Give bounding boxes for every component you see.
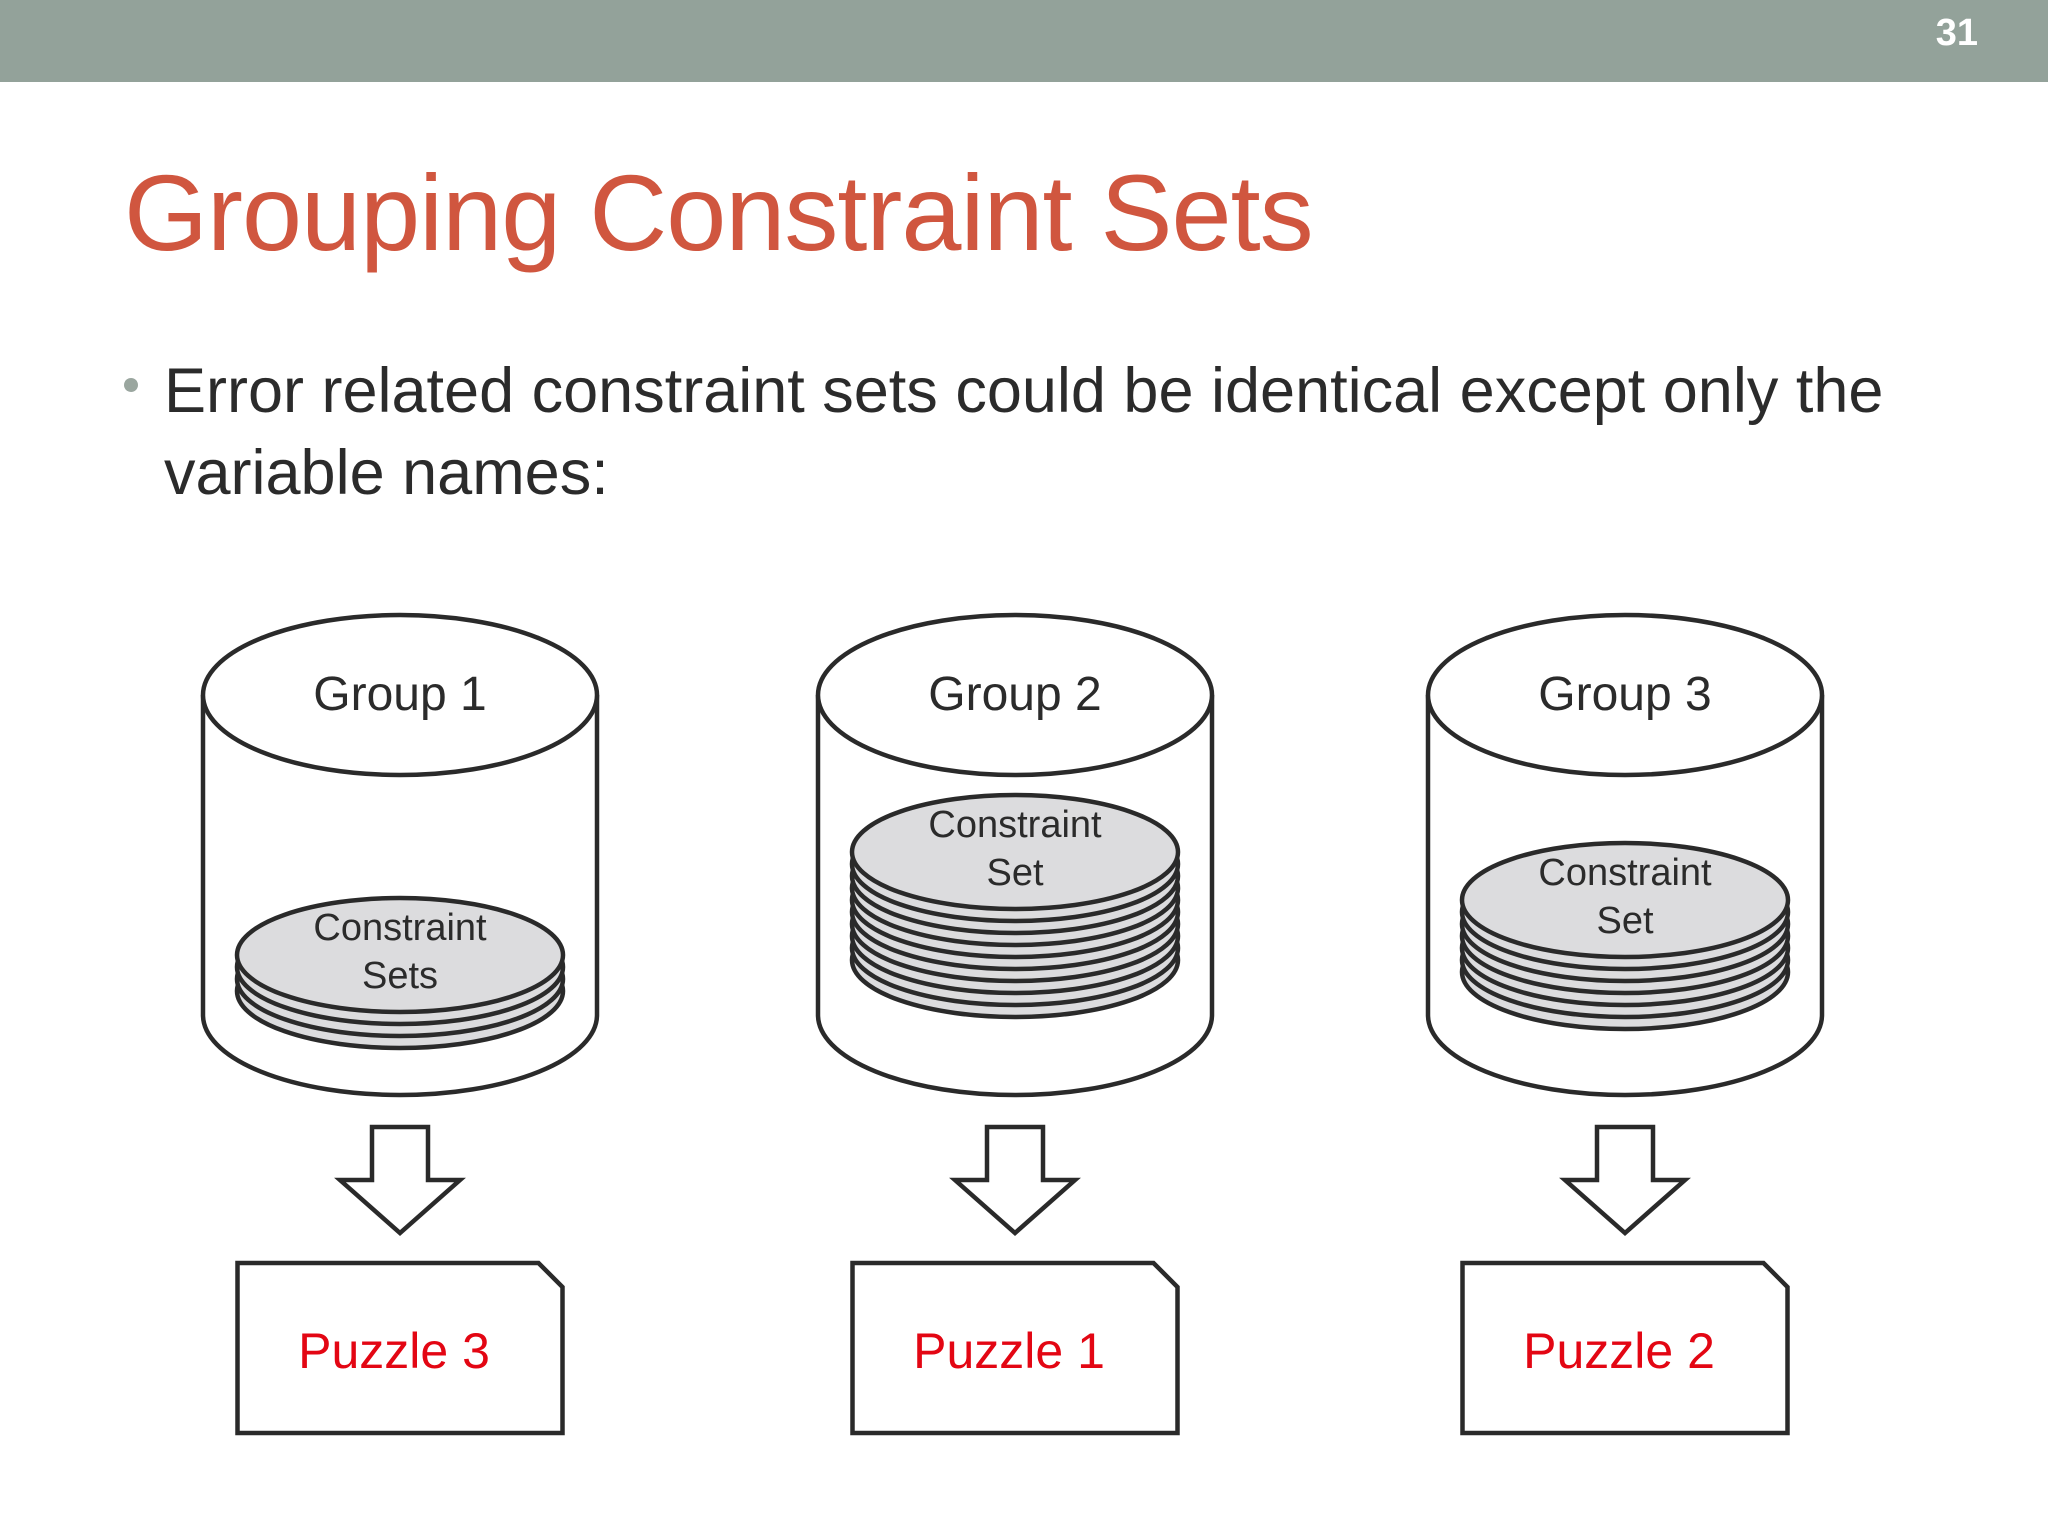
puzzle-label: Puzzle 3 — [298, 1323, 490, 1379]
down-arrow-icon — [949, 1124, 1081, 1237]
puzzle-box — [1460, 1260, 1790, 1436]
puzzle-label: Puzzle 1 — [913, 1323, 1105, 1379]
cylinder-top — [815, 612, 1215, 778]
constraint-disk — [849, 792, 1181, 912]
group-label: Group 1 — [313, 668, 486, 721]
disk-label-line2: Set — [986, 852, 1043, 894]
disk-label-line1: Constraint — [313, 907, 487, 949]
header-bar: 31 — [0, 0, 2048, 82]
disk-label-line2: Sets — [362, 955, 438, 997]
group-label: Group 3 — [1538, 668, 1711, 721]
disk-label-line1: Constraint — [1538, 852, 1712, 894]
down-arrow-icon — [1559, 1124, 1691, 1237]
group-label: Group 2 — [928, 668, 1101, 721]
puzzle-box — [235, 1260, 565, 1436]
slide-number: 31 — [1935, 12, 1978, 54]
bullet-text: Error related constraint sets could be i… — [164, 356, 1884, 508]
disk-label-line2: Set — [1596, 900, 1653, 942]
puzzle-label: Puzzle 2 — [1523, 1323, 1715, 1379]
puzzle-box — [850, 1260, 1180, 1436]
bullet-dot-icon — [124, 378, 138, 392]
disk-label-line1: Constraint — [928, 804, 1102, 846]
constraint-disk — [1459, 840, 1791, 960]
cylinder-top — [200, 612, 600, 778]
down-arrow-icon — [334, 1124, 466, 1237]
constraint-disk — [234, 895, 566, 1015]
slide-title: Grouping Constraint Sets — [124, 152, 1314, 273]
cylinder-top — [1425, 612, 1825, 778]
